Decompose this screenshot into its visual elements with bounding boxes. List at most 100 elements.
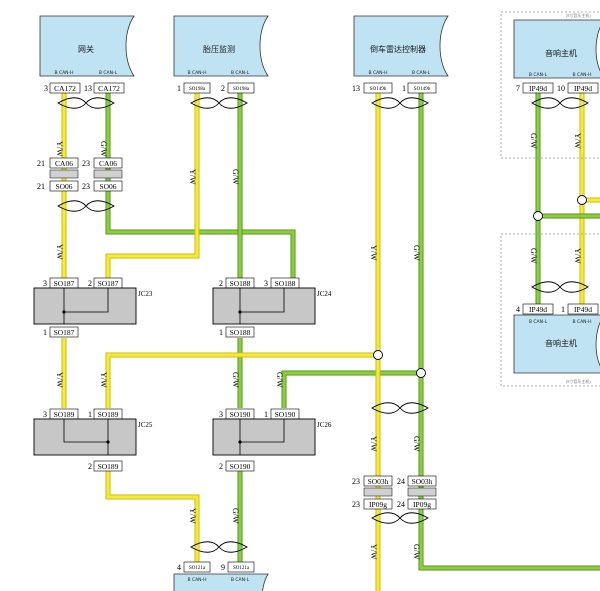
ca06-b-num: 23 [82,159,90,168]
joint-jc26: 3 SO190 1 SO190 JC26 2 SO190 [212,408,332,472]
jc25-top-b-num: 1 [88,410,92,419]
jc24-top-b-num: 3 [264,279,268,288]
jc24-top-b: SO188 [275,279,296,288]
audio-top-conn-a: IP49d [529,84,547,93]
so06-a-name: SO06 [55,182,72,191]
ca06-a-name: CA06 [55,159,73,168]
tpms-conn-b: SO198a [233,87,250,92]
twist-audio-bottom [531,281,589,293]
bottom-pin-b-label: B CAN-L [231,577,250,583]
gateway-pin-a-num: 3 [44,84,48,93]
module-audio-top: 音响主机 B CAN-L B CAN-H [513,19,600,79]
splice-yw-audio [577,195,587,205]
joint-jc23: 3 SO187 2 SO187 JC23 1 SO187 [33,277,153,338]
tpms-pin-a-num: 1 [177,84,181,93]
jc26-bot: SO190 [230,462,251,471]
module-bottom-body [173,573,269,591]
inline-ca06-so06: 21 CA06 23 CA06 21 SO06 23 SO06 [37,157,123,192]
module-radar-body [353,15,449,77]
radar-pin-a-num: 13 [352,84,360,93]
wire-jc26-radar-gw [282,371,421,408]
lbl-radar-yw-2: Y/W [369,436,378,452]
audio-region-bottom [500,233,600,387]
radar-conn-a: SO149b [370,87,387,92]
lbl-tpms-yw: Y/W [188,169,197,185]
lbl-jc24-gw: G/W [231,372,240,388]
jc25-top-a-num: 3 [43,410,47,419]
lbl-radar-yw-3: Y/W [369,544,378,560]
so06-a-num: 21 [37,182,45,191]
jc23-bot: SO187 [54,328,75,337]
jc26-top-b: SO190 [275,410,296,419]
jc23-top-a-num: 3 [43,279,47,288]
jc26-top-a: SO190 [230,410,251,419]
jc25-top-b: SO189 [98,410,119,419]
gateway-pin-a-label: B CAN-H [54,70,73,76]
jc25-body [33,418,137,456]
bottom-pin-a-num: 4 [177,563,181,572]
joint-jc24: 2 SO188 3 SO188 JC24 1 SO188 [212,277,332,338]
twist-gateway-mid [57,200,115,212]
audio-top-conn-a-box [522,82,554,94]
module-audio-bottom-body [513,314,600,374]
jc24-name: JC24 [317,290,332,298]
audio-bottom-pin-a-num: 4 [516,305,520,314]
jc24-bot-num: 1 [219,328,223,337]
radar-conn-b: SO149b [414,87,431,92]
jc23-top-a: SO187 [54,279,75,288]
lbl-audio-yw-1: Y/W [573,133,582,149]
splice-gw-radar [416,368,426,378]
so03h-a-num: 23 [352,477,360,486]
gateway-pin-b-label: B CAN-L [99,70,118,76]
lbl-radar-gw-3: G/W [412,544,421,560]
audio-top-note: (8寸音乐主机) [566,12,591,18]
lbl-jc23-yw: Y/W [55,372,64,388]
inline-so03h-ip09g: 23 SO03h 24 SO03h 23 IP09g 24 IP09g [352,475,437,510]
module-gateway-body [39,15,135,77]
bottom-pin-a-label: B CAN-H [187,577,206,583]
lbl-bottom-yw: Y/W [188,508,197,524]
twist-tpms-top [190,97,248,109]
module-audio-bottom-title: 音响主机 [545,338,577,348]
jc23-top-b: SO187 [98,279,119,288]
audio-top-pin-b-label: B CAN-H [572,72,591,78]
audio-bottom-note: (8寸音乐主机) [566,378,591,384]
module-audio-top-title: 音响主机 [545,48,577,58]
jc23-name: JC23 [138,290,153,298]
audio-top-conn-b: IP49d [574,84,592,93]
audio-bottom-conn-a: IP49d [529,305,547,314]
jc25-top-a: SO189 [54,410,75,419]
module-tpms-title: 胎压监测 [203,44,235,54]
twist-audio-top [531,97,589,109]
lbl-tpms-gw: G/W [231,169,240,185]
so03h-a-name: SO03h [368,477,389,486]
lbl-gateway-yw-1: Y/W [55,141,64,157]
bottom-conn-b: SO121a [233,566,250,571]
joint-jc25: 3 SO189 1 SO189 JC25 2 SO189 [33,408,153,472]
radar-conn-b-box [407,82,437,94]
module-gateway-title: 网关 [78,44,94,54]
tpms-conn-a-box [183,82,211,94]
audio-bottom-pin-a-label: B CAN-L [529,319,548,325]
tpms-conn-b-box [227,82,255,94]
lbl-radar-yw-1: Y/W [369,245,378,261]
audio-top-pin-b-num: 10 [557,84,565,93]
lbl-jc26-gw: G/W [275,372,284,388]
wire-tpms-yw [106,92,199,282]
jc24-top-a-num: 2 [219,279,223,288]
twist-bottom-module [190,541,248,553]
ca06-b-name: CA06 [99,159,117,168]
radar-pin-b-label: B CAN-L [412,70,431,76]
so03h-b-num: 24 [397,477,405,486]
lbl-gateway-yw-2: Y/W [55,244,64,260]
lbl-jc25-yw: Y/W [99,372,108,388]
audio-bottom-pin-b-num: 1 [561,305,565,314]
audio-top-conn-b-box [567,82,599,94]
module-audio-bottom: B CAN-L B CAN-H 音响主机 [513,314,600,374]
jc24-bot: SO188 [230,328,251,337]
wire-jc25-radar-yw [106,353,378,408]
ip09g-b-name: IP09g [413,500,431,509]
so03h-b-name: SO03h [412,477,433,486]
jc24-body [212,287,316,325]
